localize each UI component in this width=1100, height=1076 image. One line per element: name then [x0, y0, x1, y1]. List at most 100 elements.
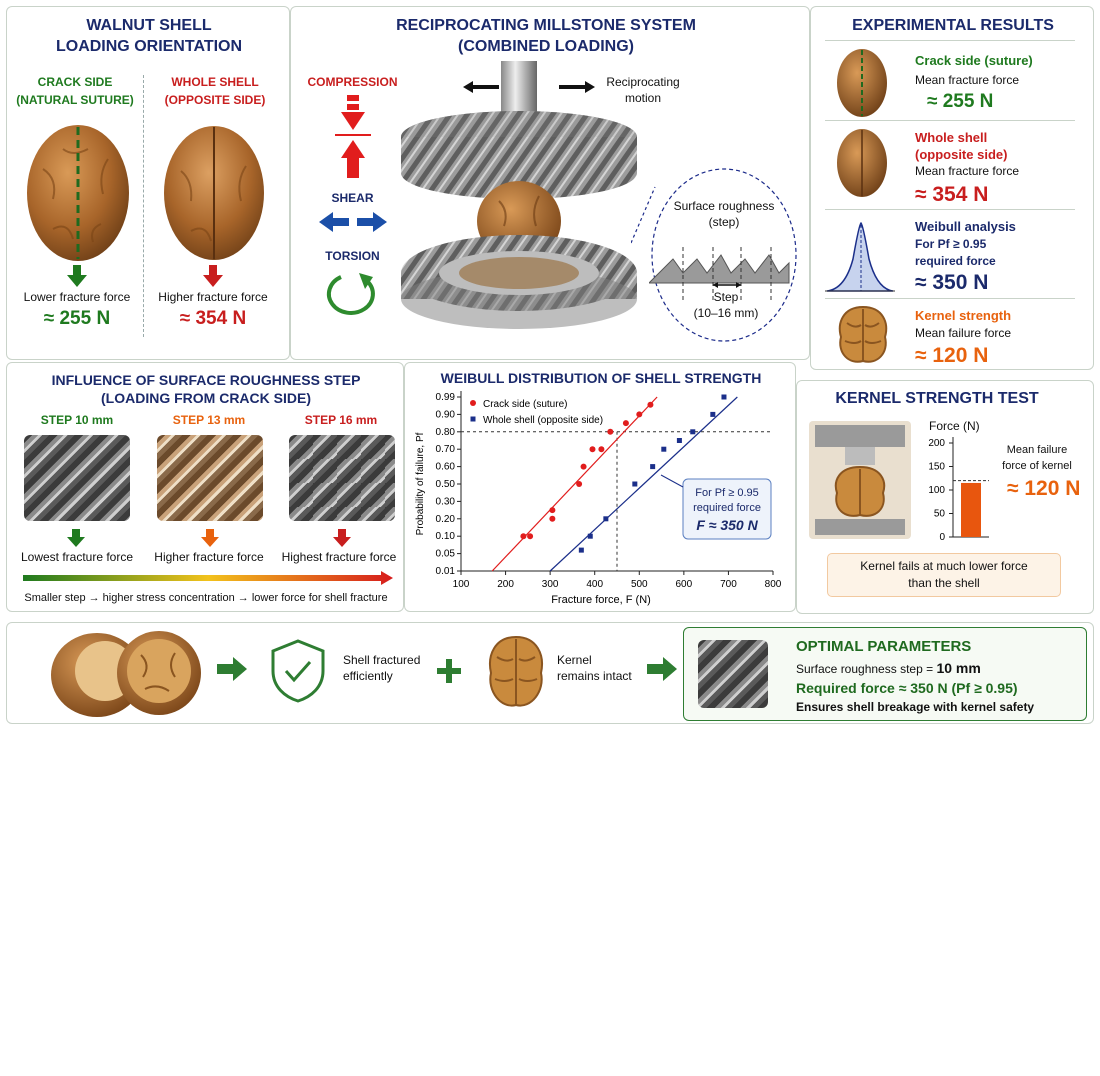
arrow-down-green-icon: [67, 529, 85, 547]
series-1-point: [636, 411, 643, 418]
motion-label-line1: Reciprocating: [606, 75, 680, 89]
walnut-whole-shell-image: [164, 126, 264, 260]
millstone-panel: RECIPROCATING MILLSTONE SYSTEM (COMBINED…: [290, 6, 810, 360]
series-1-fit-line: [491, 396, 658, 572]
kernel-intact-line2: remains intact: [557, 669, 632, 683]
shell-fractured-line2: efficiently: [343, 669, 393, 683]
step-16-surface-image: [289, 435, 395, 521]
arrow-down-red-icon: [333, 529, 351, 547]
series-1-point: [622, 420, 629, 427]
kernel-mean-label-line2: force of kernel: [1002, 460, 1072, 472]
series-2-point: [587, 533, 593, 539]
optimal-parameters-box: OPTIMAL PARAMETERS Surface roughness ste…: [683, 627, 1087, 721]
crack-side-sublabel: (NATURAL SUTURE): [16, 93, 134, 107]
x-tick-label: 800: [765, 579, 782, 590]
series-2-point: [676, 438, 682, 443]
result-2-desc: Mean fracture force: [915, 164, 1020, 178]
gradient-scale-arrow: [23, 571, 393, 585]
results-divider-2: [825, 209, 1075, 210]
orientation-title-line1: WALNUT SHELL: [86, 17, 212, 34]
whole-force-value: ≈ 354 N: [179, 308, 247, 329]
y-tick-label: 0.99: [436, 392, 456, 403]
result-3-value: ≈ 350 N: [915, 271, 989, 294]
y-axis-label: Probability of failure, Pf: [415, 432, 426, 535]
whole-shell-label: WHOLE SHELL: [171, 75, 259, 89]
results-title: EXPERIMENTAL RESULTS: [852, 17, 1054, 34]
millstone-title-line2: (COMBINED LOADING): [458, 38, 634, 55]
annotation-line3: F ≈ 350 N: [696, 517, 758, 533]
y-tick-label: 0.30: [436, 496, 456, 507]
roughness-label-line2: (step): [708, 215, 740, 229]
series-1-point: [580, 463, 587, 470]
results-divider-3: [825, 298, 1075, 299]
roughness-title-line1: INFLUENCE OF SURFACE ROUGHNESS STEP: [51, 372, 361, 388]
optimal-step-label: Surface roughness step =: [796, 662, 934, 676]
y-tick-label: 0.50: [436, 479, 456, 490]
result-3-desc: required force: [915, 254, 996, 268]
step-10-label: STEP 10 mm: [40, 413, 114, 427]
crack-side-label: CRACK SIDE: [37, 75, 113, 89]
crack-force-text: Lower fracture force: [23, 290, 131, 304]
step-label-line2: (10–16 mm): [693, 306, 759, 320]
orientation-divider: [143, 75, 145, 337]
x-tick-label: 500: [631, 579, 648, 590]
arrow-right-icon: [559, 81, 595, 93]
roughness-title-line2: (LOADING FROM CRACK SIDE): [101, 390, 311, 406]
millstone-title-line1: RECIPROCATING MILLSTONE SYSTEM: [396, 17, 696, 34]
millstone-apparatus-image: [401, 61, 637, 329]
series-1-point: [549, 507, 556, 514]
results-divider-1: [825, 120, 1075, 121]
weibull-chart: WEIBULL DISTRIBUTION OF SHELL STRENGTH10…: [415, 370, 782, 606]
series-2-point: [632, 481, 638, 487]
roughness-panel: INFLUENCE OF SURFACE ROUGHNESS STEP (LOA…: [6, 362, 404, 612]
arrow-down-orange-icon: [201, 529, 219, 547]
result-4-desc: Mean failure force: [915, 326, 1012, 340]
result-3-subtitle: For Pf ≥ 0.95: [915, 237, 987, 251]
series-2-point: [603, 516, 609, 522]
arrow-right-green-icon: [647, 657, 677, 681]
optimal-step-line: Surface roughness step = 10 mm: [796, 660, 981, 676]
weibull-bell-curve-icon: [825, 221, 895, 292]
orientation-panel: WALNUT SHELL LOADING ORIENTATION CRACK S…: [6, 6, 290, 360]
kernel-note-line2: than the shell: [908, 576, 980, 590]
kernel-axis-label: Force (N): [929, 419, 980, 433]
result-2-value: ≈ 354 N: [915, 183, 989, 206]
kernel-note-line1: Kernel fails at much lower force: [860, 559, 1028, 573]
chart-title: WEIBULL DISTRIBUTION OF SHELL STRENGTH: [441, 370, 762, 386]
optimal-title: OPTIMAL PARAMETERS: [796, 638, 972, 655]
optimal-note: Ensures shell breakage with kernel safet…: [796, 700, 1035, 714]
surface-roughness-zoom: [649, 168, 797, 342]
kernel-mean-label-line1: Mean failure: [1006, 444, 1068, 456]
result-1-value: ≈ 255 N: [927, 91, 994, 112]
step-13-result: Higher fracture force: [154, 550, 264, 564]
x-tick-label: 300: [542, 579, 559, 590]
kernel-y-tick-label: 100: [928, 485, 945, 496]
optimal-step-value: 10 mm: [936, 660, 981, 676]
intact-kernel-image: [489, 635, 543, 707]
kernel-y-tick-label: 0: [939, 532, 945, 543]
result-4-value: ≈ 120 N: [915, 344, 989, 367]
series-1-point: [576, 481, 583, 487]
legend-label-2: Whole shell (opposite side): [483, 415, 603, 426]
results-title-divider: [825, 40, 1075, 41]
whole-shell-sublabel: (OPPOSITE SIDE): [164, 93, 266, 107]
compression-arrows-icon: [335, 95, 371, 178]
y-tick-label: 0.20: [436, 514, 456, 525]
y-tick-label: 0.10: [436, 531, 456, 542]
y-tick-label: 0.60: [436, 462, 456, 473]
kernel-mean-value: ≈ 120 N: [1007, 477, 1081, 500]
result-1-title: Crack side (suture): [915, 53, 1033, 68]
series-2-fit-line: [549, 396, 738, 572]
y-tick-label: 0.70: [436, 444, 456, 455]
kernel-y-tick-label: 200: [928, 438, 945, 449]
arrow-left-icon: [463, 81, 499, 93]
legend-label-1: Crack side (suture): [483, 399, 567, 410]
step-10-result: Lowest fracture force: [20, 550, 134, 564]
kernel-intact-line1: Kernel: [557, 653, 592, 667]
shear-arrows-icon: [319, 212, 387, 232]
kernel-bar: [961, 482, 981, 537]
series-1-point: [520, 533, 527, 540]
